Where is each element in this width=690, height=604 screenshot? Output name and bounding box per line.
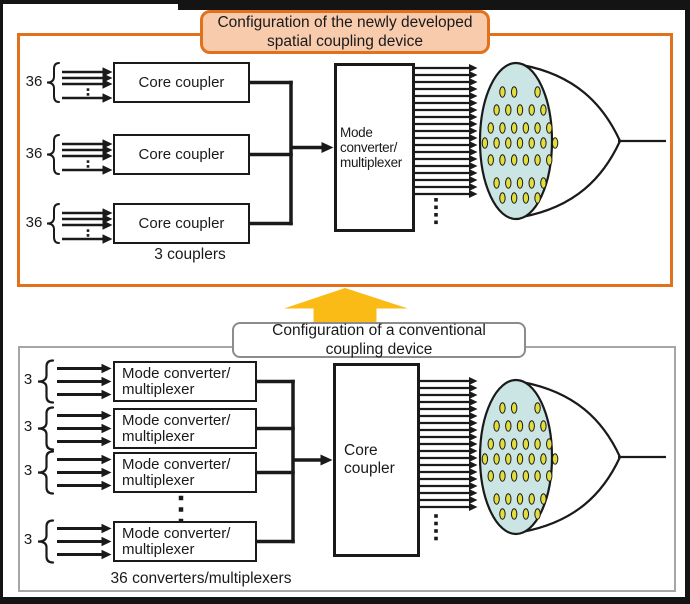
input-count-label-bottom-1: 3 bbox=[23, 371, 33, 388]
bus-lines-bottom bbox=[248, 379, 333, 544]
mode-converter-multiplexer-box-top: Mode converter/ multiplexer bbox=[334, 63, 415, 232]
fiber-cores bbox=[481, 86, 559, 204]
mode-converter-box-3: Mode converter/ multiplexer bbox=[113, 452, 257, 493]
core-coupler-box-bottom: Core coupler bbox=[333, 363, 420, 557]
output-arrows-bottom bbox=[412, 377, 478, 541]
core-coupler-box-3: Core coupler bbox=[113, 203, 250, 244]
top-black-bar bbox=[178, 0, 690, 10]
converters-count-label: 36 converters/multiplexers bbox=[110, 570, 292, 587]
mode-converter-box-4: Mode converter/ multiplexer bbox=[113, 521, 257, 562]
input-arrow-group bbox=[46, 134, 113, 175]
input-arrow-group bbox=[37, 406, 112, 451]
input-arrow-group bbox=[37, 519, 112, 564]
input-count-label-bottom-2: 3 bbox=[23, 418, 33, 435]
conventional-title: Configuration of a conventional coupling… bbox=[232, 322, 526, 358]
output-arrows-top bbox=[412, 64, 478, 225]
couplers-count-label: 3 couplers bbox=[154, 246, 226, 263]
upgrade-up-arrow bbox=[284, 288, 408, 333]
input-arrow-group bbox=[37, 359, 112, 404]
input-count-label-top-1: 36 bbox=[25, 73, 43, 90]
input-arrow-group bbox=[46, 62, 113, 103]
new-device-title: Configuration of the newly developed spa… bbox=[200, 10, 490, 54]
input-count-label-top-3: 36 bbox=[25, 214, 43, 231]
core-coupler-box-2: Core coupler bbox=[113, 134, 250, 175]
input-count-label-bottom-4: 3 bbox=[23, 531, 33, 548]
input-arrow-group bbox=[46, 203, 113, 244]
input-arrow-group bbox=[37, 450, 112, 495]
between-box-ellipsis bbox=[178, 495, 184, 524]
fiber-cores bbox=[481, 402, 559, 520]
input-count-label-top-2: 36 bbox=[25, 145, 43, 162]
fiber-assembly-top bbox=[478, 61, 666, 221]
core-coupler-box-1: Core coupler bbox=[113, 62, 250, 103]
mode-converter-box-2: Mode converter/ multiplexer bbox=[113, 408, 257, 449]
bus-lines-top bbox=[248, 80, 334, 226]
fiber-assembly-bottom bbox=[478, 378, 666, 536]
mode-converter-box-1: Mode converter/ multiplexer bbox=[113, 361, 257, 402]
input-count-label-bottom-3: 3 bbox=[23, 462, 33, 479]
